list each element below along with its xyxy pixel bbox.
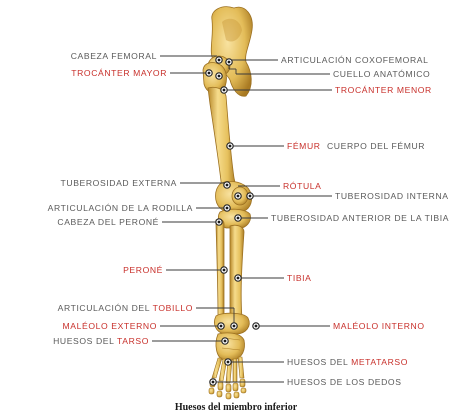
marker-perone (220, 266, 228, 274)
marker-tobillo (230, 322, 238, 330)
label-maleolo-externo: MALÉOLO EXTERNO (63, 321, 157, 331)
label-articulacion-tobillo: ARTICULACIÓN DEL TOBILLO (58, 303, 193, 313)
label-trocanter-menor: TROCÁNTER MENOR (335, 85, 432, 95)
label-metatarso-prefix: HUESOS DEL (287, 357, 351, 367)
marker-maleolo-interno (252, 322, 260, 330)
marker-dots (205, 56, 260, 386)
label-tuberosidad-externa: TUBEROSIDAD EXTERNA (61, 178, 177, 188)
labels-right: ARTICULACIÓN COXOFEMORAL CUELLO ANATÓMIC… (271, 55, 449, 387)
label-tobillo-red: TOBILLO (153, 303, 193, 313)
marker-metatarso (224, 358, 232, 366)
marker-tuberosidad-interna (246, 192, 254, 200)
marker-tarso (221, 337, 229, 345)
marker-tuberosidad-anterior (234, 214, 242, 222)
label-cuerpo-femur: CUERPO DEL FÉMUR (327, 141, 425, 151)
marker-rotula (234, 192, 242, 200)
marker-dedos (209, 378, 217, 386)
label-tarso-prefix: HUESOS DEL (53, 336, 117, 346)
femur-shaft (207, 86, 237, 191)
label-cabeza-perone: CABEZA DEL PERONÉ (57, 217, 159, 227)
label-tobillo-prefix: ARTICULACIÓN DEL (58, 303, 153, 313)
label-metatarso-red: METATARSO (351, 357, 408, 367)
marker-cuello (215, 72, 223, 80)
label-rotula: RÓTULA (283, 181, 321, 191)
fibula (215, 218, 225, 319)
label-cabeza-femoral: CABEZA FEMORAL (71, 51, 157, 61)
label-perone: PERONÉ (123, 265, 163, 275)
label-tarso-red: TARSO (117, 336, 149, 346)
marker-coxofemoral (225, 58, 233, 66)
leader-lines (152, 55, 332, 383)
marker-trocanter-menor (220, 86, 228, 94)
label-tibia: TIBIA (287, 273, 312, 283)
label-tuberosidad-anterior-tibia: TUBEROSIDAD ANTERIOR DE LA TIBIA (271, 213, 449, 223)
label-cuello-anatomico: CUELLO ANATÓMICO (333, 69, 430, 79)
marker-tuberosidad-externa (223, 181, 231, 189)
figure-caption: Huesos del miembro inferior (175, 402, 298, 413)
label-articulacion-rodilla: ARTICULACIÓN DE LA RODILLA (48, 203, 193, 213)
label-maleolo-interno: MALÉOLO INTERNO (333, 321, 425, 331)
label-tuberosidad-interna: TUBEROSIDAD INTERNA (335, 191, 449, 201)
labels-left: CABEZA FEMORAL TROCÁNTER MAYOR TUBEROSID… (48, 51, 193, 346)
label-trocanter-mayor: TROCÁNTER MAYOR (71, 68, 167, 78)
marker-tibia (234, 274, 242, 282)
label-huesos-metatarso: HUESOS DEL METATARSO (287, 357, 408, 367)
label-femur: FÉMUR (287, 141, 321, 151)
marker-trocanter-mayor (205, 69, 213, 77)
marker-cabeza-femoral (215, 56, 223, 64)
marker-maleolo-externo (217, 322, 225, 330)
label-huesos-tarso: HUESOS DEL TARSO (53, 336, 149, 346)
marker-rodilla (223, 204, 231, 212)
marker-femur (226, 142, 234, 150)
label-huesos-dedos: HUESOS DE LOS DEDOS (287, 377, 402, 387)
tarsus (215, 332, 245, 361)
tibia-shaft (229, 224, 245, 319)
label-articulacion-coxofemoral: ARTICULACIÓN COXOFEMORAL (281, 55, 428, 65)
marker-cabeza-perone (215, 218, 223, 226)
